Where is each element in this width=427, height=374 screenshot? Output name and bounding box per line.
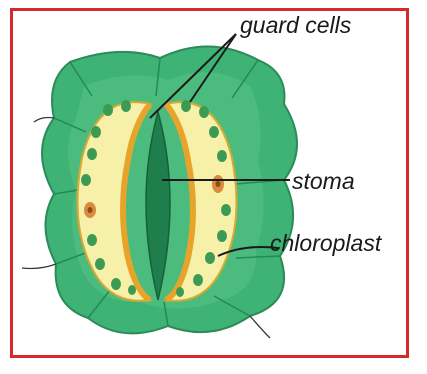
chloroplast — [95, 258, 105, 270]
chloroplast — [128, 285, 136, 295]
chloroplast — [91, 126, 101, 138]
chloroplast — [209, 126, 219, 138]
chloroplast — [217, 230, 227, 242]
chloroplast — [217, 150, 227, 162]
stoma-label: stoma — [292, 170, 355, 193]
chloroplast — [81, 174, 91, 186]
chloroplast — [87, 234, 97, 246]
chloroplast — [181, 100, 191, 112]
chloroplast — [88, 207, 93, 213]
chloroplast — [199, 106, 209, 118]
chloroplast — [176, 287, 184, 297]
chloroplast — [103, 104, 113, 116]
chloroplast — [216, 181, 221, 187]
chloroplast — [121, 100, 131, 112]
epidermis-strand — [250, 316, 270, 338]
epidermis-strand — [22, 264, 56, 269]
chloroplast — [193, 274, 203, 286]
chloroplast — [205, 252, 215, 264]
chloroplast — [111, 278, 121, 290]
chloroplast — [87, 148, 97, 160]
chloroplast-label: chloroplast — [270, 232, 381, 255]
chloroplast — [221, 204, 231, 216]
guard-cells-label: guard cells — [240, 14, 351, 37]
